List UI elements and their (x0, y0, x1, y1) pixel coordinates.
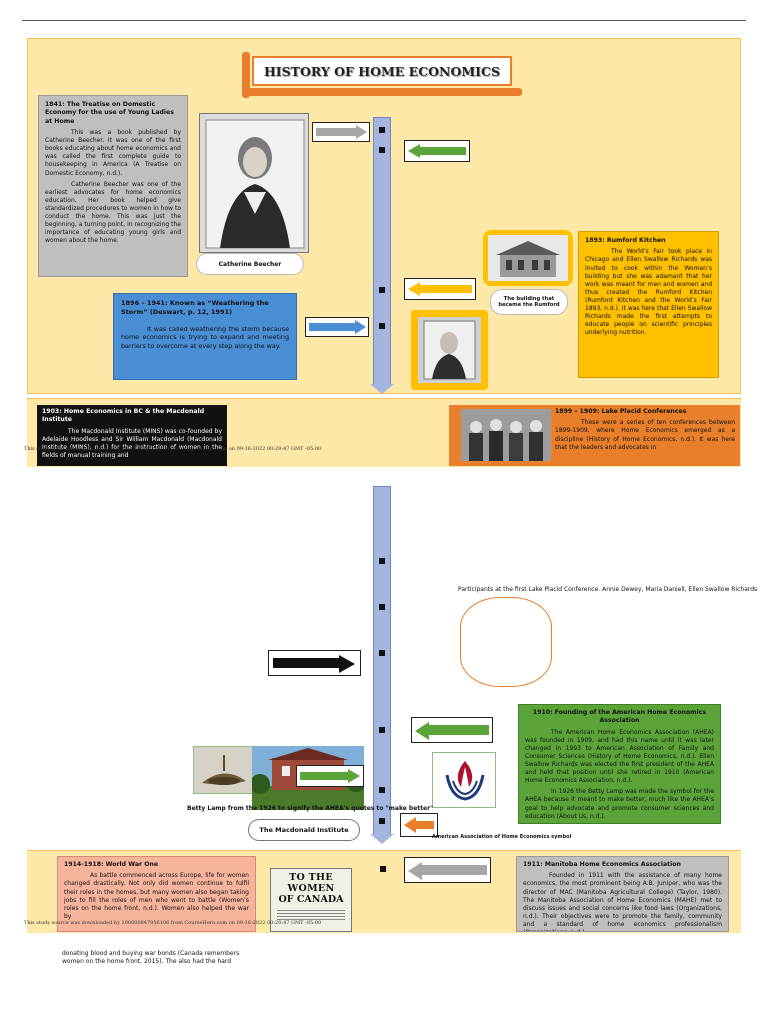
timeline-bar-2 (373, 486, 391, 836)
ww1-heading: 1914-1918: World War One (64, 861, 159, 868)
timeline-marker (379, 558, 385, 564)
timeline-marker (380, 866, 386, 872)
timeline-marker (379, 604, 385, 610)
macdonald-institute-caption: The Macdonald Institute (248, 819, 360, 841)
ahea-p1: The American Home Economics Association … (525, 728, 714, 785)
ahea-box: 1910: Founding of the American Home Econ… (518, 704, 721, 824)
ww1-body: As battle commenced across Europe, life … (64, 872, 249, 920)
timeline-marker (379, 323, 385, 329)
macdonald-heading: 1903: Home Economics in BC & the Macdona… (42, 408, 205, 424)
timeline-marker (379, 287, 385, 293)
ww1-continued-text: donating blood and buying war bonds (Can… (62, 950, 240, 966)
page-title: HISTORY OF HOME ECONOMICS (263, 63, 501, 79)
placeholder-oval (460, 597, 552, 687)
arrow-orange-left (400, 813, 438, 837)
arrow-gold-left (404, 278, 476, 300)
arrow-gray-left-2 (404, 857, 491, 883)
poster-line-2: OF CANADA (278, 894, 344, 905)
ahea-p2: In 1926 the Betty Lamp was made the symb… (525, 788, 714, 820)
lakeplacid-heading: 1899 – 1909: Lake Placid Conferences (555, 408, 687, 415)
richards-photo (411, 310, 488, 390)
arrow-blue-right (305, 317, 369, 337)
arrow-green-right-2 (296, 765, 364, 787)
timeline-marker (379, 727, 385, 733)
rumford-heading: 1893: Rumford Kitchen (585, 237, 666, 244)
rumford-building-photo (483, 230, 573, 286)
rumford-box: 1893: Rumford Kitchen The World’s Fair t… (578, 231, 719, 378)
rumford-building-caption: The building that became the Rumford (490, 289, 568, 315)
storm-body: It was called weathering the storm becau… (121, 324, 289, 350)
lakeplacid-photo (461, 409, 551, 461)
beecher-caption: Catherine Beecher (196, 253, 304, 275)
storm-box: 1896 – 1941: Known as “Weathering the St… (113, 293, 297, 380)
timeline-marker (379, 650, 385, 656)
manitoba-heading: 1911: Manitoba Home Economics Associatio… (523, 861, 681, 868)
storm-heading: 1896 – 1941: Known as “Weathering the St… (121, 299, 269, 316)
timeline-marker (379, 147, 385, 153)
participants-caption: Participants at the first Lake Placid Co… (458, 586, 758, 593)
watermark-2: This study source was downloaded by 1000… (24, 920, 322, 926)
beecher-photo (199, 113, 309, 253)
ahea-heading: 1910: Founding of the American Home Econ… (532, 709, 707, 725)
macdonald-box: 1903: Home Economics in BC & the Macdona… (37, 405, 227, 466)
timeline-head-1 (370, 384, 394, 394)
treatise-p1: This was a book published by Catherine B… (45, 129, 181, 177)
macdonald-body: The Macdonald Institute (MINS) was co-fo… (42, 427, 222, 459)
timeline-head-2 (370, 834, 394, 844)
treatise-box: 1841: The Treatise on Domestic Economy f… (38, 95, 188, 277)
treatise-heading: 1841: The Treatise on Domestic Economy f… (45, 101, 174, 125)
lakeplacid-body: These were a series of ten conferences b… (555, 419, 735, 451)
arrow-black-right (268, 650, 361, 676)
aafcs-caption: American Association of Home Economics s… (432, 834, 572, 840)
watermark-1: This study source was downloaded by 1000… (24, 446, 322, 452)
betty-lamp-caption: Betty Lamp from the 1926 to signify the … (187, 805, 434, 812)
betty-lamp-photo (193, 746, 253, 794)
rumford-body: The World’s Fair took place in Chicago a… (585, 248, 712, 337)
timeline-marker (379, 127, 385, 133)
top-rule (22, 20, 746, 21)
war-poster-photo: TO THE WOMEN OF CANADA (270, 868, 352, 932)
arrow-green-left (404, 140, 470, 162)
ww1-box: 1914-1918: World War One As battle comme… (57, 856, 256, 932)
poster-line-1: TO THE WOMEN (287, 872, 335, 894)
timeline-bar-1 (373, 117, 391, 387)
aafcs-symbol (432, 752, 496, 808)
treatise-p2: Catherine Beecher was one of the earlies… (45, 180, 181, 245)
arrow-gray-right (312, 122, 370, 142)
timeline-marker (379, 787, 385, 793)
arrow-green-left-2 (411, 717, 493, 743)
timeline-marker (379, 818, 385, 824)
title-scroll: HISTORY OF HOME ECONOMICS (242, 52, 522, 98)
manitoba-body: Founded in 1911 with the assistance of m… (523, 872, 722, 931)
manitoba-box: 1911: Manitoba Home Economics Associatio… (516, 856, 729, 932)
